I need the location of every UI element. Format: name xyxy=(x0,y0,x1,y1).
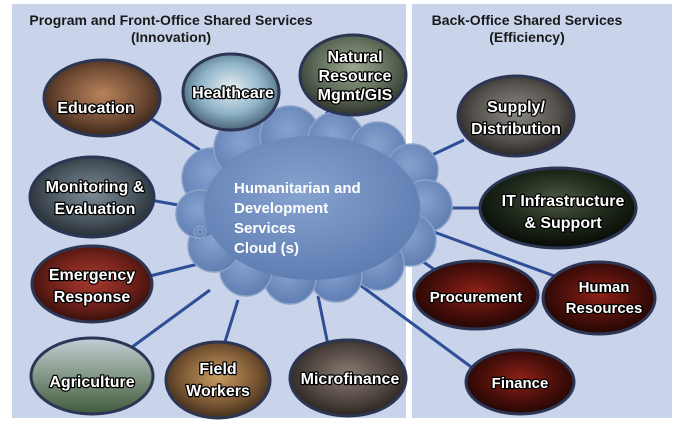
node-natural-resource-label-1: Natural xyxy=(327,49,382,66)
node-procurement-label: Procurement xyxy=(430,289,523,306)
node-human-resources-label-1: Human xyxy=(579,279,630,296)
back-office-title: Back-Office Shared Services xyxy=(431,12,623,28)
node-finance-label: Finance xyxy=(492,375,549,392)
node-emergency-label-1: Emergency xyxy=(49,267,135,284)
node-field-workers[interactable]: Field Workers xyxy=(164,340,272,420)
node-natural-resource-label-2: Resource xyxy=(319,68,392,85)
node-natural-resource[interactable]: Natural Resource Mgmt/GIS xyxy=(298,33,408,117)
node-education-label: Education xyxy=(57,100,134,117)
connector-finance xyxy=(359,283,479,374)
node-field-workers-label-1: Field xyxy=(199,361,236,378)
back-office-subtitle: (Efficiency) xyxy=(489,29,565,45)
node-education[interactable]: Education xyxy=(42,58,162,138)
node-emergency[interactable]: Emergency Response xyxy=(30,244,154,324)
node-field-workers-label-2: Workers xyxy=(186,383,250,400)
node-agriculture-label: Agriculture xyxy=(49,374,134,391)
cloud-label-line-1: Humanitarian and xyxy=(234,180,361,197)
cloud-label-line-3: Services xyxy=(234,220,296,237)
node-human-resources-label-2: Resources xyxy=(566,300,643,317)
node-microfinance-label: Microfinance xyxy=(301,371,400,388)
node-agriculture[interactable]: Agriculture xyxy=(29,336,155,416)
node-human-resources[interactable]: Human Resources xyxy=(541,260,657,336)
node-monitoring-label-1: Monitoring & xyxy=(46,179,145,196)
connector-agriculture xyxy=(127,288,211,352)
node-supply-distribution[interactable]: Supply/ Distribution xyxy=(456,74,576,158)
node-it-label-2: & Support xyxy=(524,215,602,232)
front-office-header: Program and Front-Office Shared Services… xyxy=(12,12,330,46)
back-office-header: Back-Office Shared Services (Efficiency) xyxy=(412,12,642,46)
node-healthcare[interactable]: Healthcare xyxy=(181,52,281,132)
connector-microfinance xyxy=(316,295,330,346)
node-monitoring-label-2: Evaluation xyxy=(55,201,136,218)
node-natural-resource-label-3: Mgmt/GIS xyxy=(318,87,393,104)
node-emergency-label-2: Response xyxy=(54,289,131,306)
connector-supply xyxy=(429,138,465,158)
connector-field-workers xyxy=(222,299,240,346)
node-microfinance[interactable]: Microfinance xyxy=(288,338,408,418)
front-office-title: Program and Front-Office Shared Services xyxy=(29,12,313,28)
cloud-shape xyxy=(175,105,453,305)
cloud-label-line-4: Cloud (s) xyxy=(234,240,299,257)
connector-emergency xyxy=(149,262,199,278)
node-it-label-1: IT Infrastructure xyxy=(502,193,625,210)
front-office-subtitle: (Innovation) xyxy=(130,29,212,45)
cloud-label-line-2: Development xyxy=(234,200,328,217)
connector-human-resources xyxy=(411,222,561,280)
node-monitoring[interactable]: Monitoring & Evaluation xyxy=(28,155,156,239)
cloud-swirl xyxy=(193,225,207,239)
node-it-infrastructure[interactable]: IT Infrastructure & Support xyxy=(478,166,638,250)
node-supply-label-1: Supply/ xyxy=(487,99,545,116)
node-finance[interactable]: Finance xyxy=(464,348,576,416)
node-procurement[interactable]: Procurement xyxy=(412,259,540,331)
node-supply-label-2: Distribution xyxy=(471,121,561,138)
node-healthcare-label: Healthcare xyxy=(192,85,274,102)
connector-education xyxy=(149,116,201,152)
